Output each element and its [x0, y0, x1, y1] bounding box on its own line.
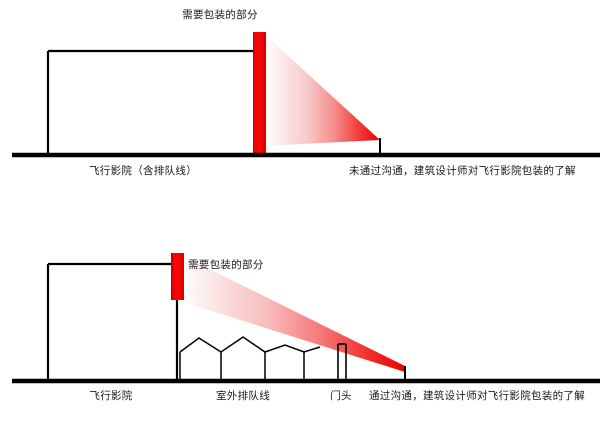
- bottom-building-label: 飞行影院: [89, 390, 133, 402]
- bottom-view-cone: [177, 253, 405, 372]
- bottom-conclusion-label: 通过沟通，建筑设计师对飞行影院包装的了解: [369, 390, 585, 402]
- top-view-cone: [262, 32, 380, 146]
- top-conclusion-label: 未通过沟通，建筑设计师对飞行影院包装的了解: [349, 165, 576, 177]
- bottom-packaging-bar: [171, 253, 184, 300]
- top-packaging-label: 需要包装的部分: [182, 9, 258, 21]
- top-building-label: 飞行影院（含排队线）: [89, 165, 197, 177]
- bottom-panel-group: [12, 253, 600, 384]
- gate-structure: [337, 343, 347, 381]
- top-packaging-bar: [253, 32, 266, 155]
- queue-line-label: 室外排队线: [216, 390, 270, 402]
- top-panel-group: [12, 32, 600, 158]
- top-building-outline: [46, 49, 253, 155]
- gate-label: 门头: [330, 390, 352, 402]
- outdoor-queue-canopy: [179, 336, 321, 381]
- bottom-packaging-label: 需要包装的部分: [188, 259, 264, 271]
- bottom-building-outline: [46, 262, 179, 381]
